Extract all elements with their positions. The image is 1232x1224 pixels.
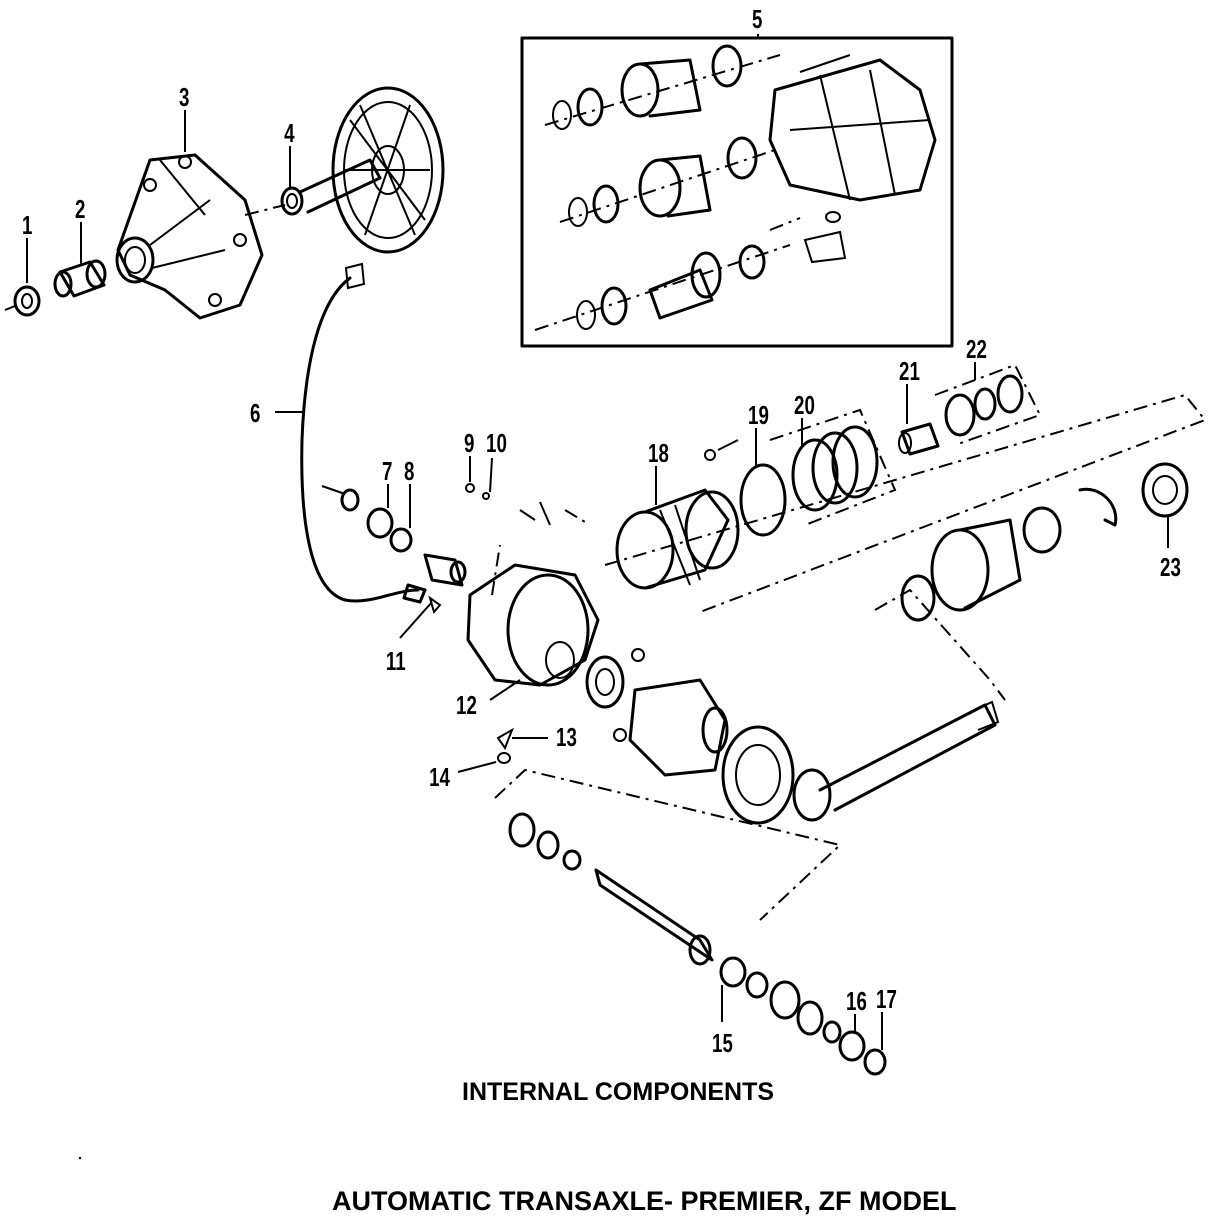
callout-16: 16 (846, 986, 867, 1016)
callout-9: 9 (464, 428, 474, 458)
part-23-gear-group (604, 393, 1207, 701)
part-4-input-shaft-assembly (244, 86, 445, 254)
callout-numbers: 1 2 3 4 5 6 7 8 9 10 11 12 13 14 15 16 1… (22, 4, 1181, 1058)
lower-axle-group (494, 768, 887, 1076)
part-18-clutch-pack (615, 439, 740, 590)
diagram-title: AUTOMATIC TRANSAXLE- PREMIER, ZF MODEL (332, 1186, 957, 1216)
section-caption: INTERNAL COMPONENTS (462, 1078, 775, 1106)
callout-5: 5 (752, 4, 762, 34)
part-12-cover (466, 544, 600, 687)
output-shaft (818, 700, 1000, 812)
callout-6: 6 (250, 398, 260, 428)
callout-23: 23 (1160, 552, 1181, 582)
part-9-10-fasteners (465, 483, 586, 526)
part-5-gear-box (520, 36, 954, 348)
callout-20: 20 (794, 390, 815, 420)
differential-assembly (585, 648, 832, 825)
part-6-cable (300, 262, 427, 604)
callout-4: 4 (284, 118, 295, 148)
callout-18: 18 (648, 438, 669, 468)
callout-10: 10 (486, 428, 507, 458)
callout-12: 12 (456, 690, 477, 720)
part-1-seal (4, 285, 41, 317)
callout-17: 17 (876, 984, 897, 1014)
part-11-sensor (423, 553, 467, 615)
callout-3: 3 (179, 82, 189, 112)
part-20-springs (769, 408, 897, 526)
callout-7: 7 (382, 456, 392, 486)
part-13-14-clip (496, 727, 514, 764)
callout-2: 2 (75, 194, 85, 224)
part-7-8-seals (321, 485, 413, 553)
callout-13: 13 (556, 722, 577, 752)
callout-15: 15 (712, 1028, 733, 1058)
callout-11: 11 (386, 646, 406, 676)
part-2-bushing (53, 259, 107, 298)
callout-22: 22 (966, 334, 987, 364)
part-3-pump-housing (115, 153, 264, 320)
callout-1: 1 (22, 210, 32, 240)
part-22-bearing-set (934, 363, 1042, 446)
callout-8: 8 (404, 456, 414, 486)
part-21-bushing (898, 422, 940, 456)
callout-14: 14 (429, 762, 450, 792)
callout-21: 21 (899, 356, 920, 386)
leader-lines (26, 34, 1169, 1050)
part-19-snap-ring (739, 463, 787, 537)
callout-19: 19 (748, 400, 769, 430)
